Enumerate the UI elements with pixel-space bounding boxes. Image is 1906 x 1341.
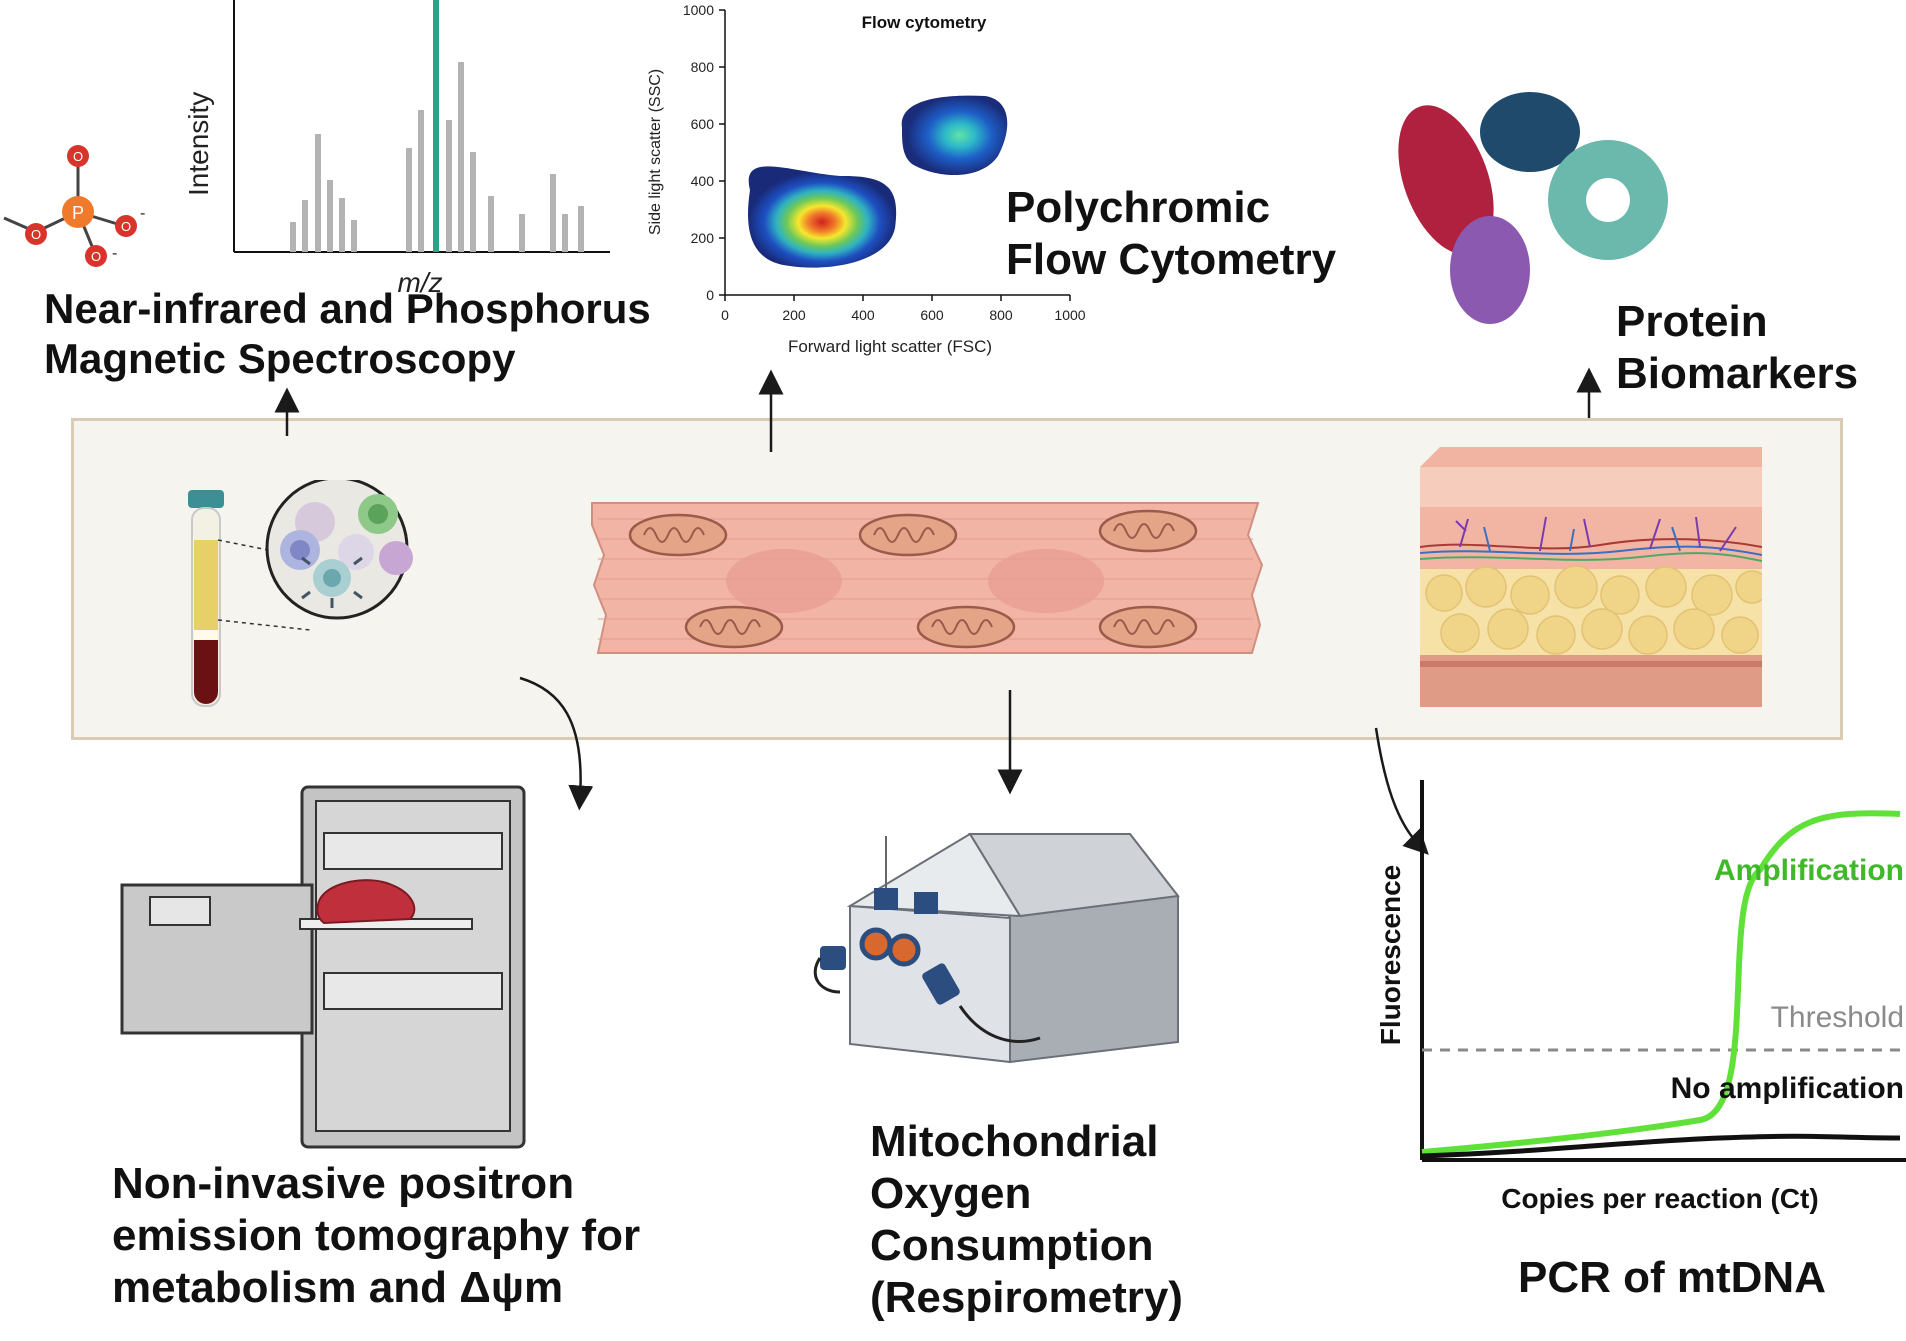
pcr-amplification-plot: Fluorescence Copies per reaction (Ct) Am…	[1375, 780, 1906, 1214]
flow-x-tick: 1000	[1054, 307, 1085, 323]
negative-charge-label: -	[112, 245, 117, 262]
flow-cytometry-label: Polychromic Flow Cytometry	[1006, 182, 1336, 286]
flow-label-line: Polychromic	[1006, 183, 1271, 232]
blood-tube-illustration	[188, 480, 413, 707]
protein-label-line: Protein	[1616, 297, 1768, 346]
flow-x-tick: 800	[989, 307, 1013, 323]
flow-label-line: Flow Cytometry	[1006, 234, 1337, 284]
pet-scanner-illustration	[120, 785, 526, 1149]
oxygen-atom-label: O	[91, 249, 101, 264]
no-amplification-curve	[1421, 1133, 1901, 1159]
oxygen-atom-label: O	[121, 219, 131, 234]
nir-label-line: Magnetic Spectroscopy	[44, 334, 516, 382]
flow-plot-title: Flow cytometry	[862, 13, 987, 32]
protein-biomarkers-label: Protein Biomarkers	[1616, 296, 1858, 400]
phosphate-molecule-illustration: P O O O O - -	[3, 145, 145, 267]
resp-label-line: Oxygen	[870, 1168, 1032, 1218]
pet-label-line: metabolism and Δψm	[112, 1262, 564, 1312]
resp-label-line: (Respirometry)	[870, 1272, 1183, 1322]
flow-y-tick: 600	[691, 116, 715, 132]
skin-cross-section-illustration	[1420, 447, 1762, 707]
pcr-title: PCR of mtDNA	[1518, 1253, 1826, 1302]
resp-label-line: Mitochondrial	[870, 1117, 1159, 1166]
pet-label-line: emission tomography for	[112, 1210, 641, 1260]
flow-y-tick: 400	[691, 173, 715, 189]
negative-charge-label: -	[140, 205, 145, 222]
pcr-ylabel: Fluorescence	[1375, 865, 1406, 1046]
mass-spec-ylabel: Intensity	[183, 92, 214, 196]
oxygen-atom-label: O	[73, 149, 83, 164]
flow-x-tick: 200	[782, 307, 806, 323]
threshold-label: Threshold	[1771, 1001, 1904, 1034]
flow-x-tick: 600	[920, 307, 944, 323]
respirometry-label: Mitochondrial Oxygen Consumption (Respir…	[870, 1116, 1183, 1324]
pcr-xlabel: Copies per reaction (Ct)	[1501, 1183, 1818, 1214]
protein-structures-illustration	[1398, 92, 1668, 324]
phosphorus-atom-label: P	[72, 203, 84, 223]
nir-label-line: Near-infrared and Phosphorus	[44, 285, 651, 332]
flow-x-tick: 400	[851, 307, 875, 323]
flow-plot-xlabel: Forward light scatter (FSC)	[788, 337, 992, 356]
oxygen-atom-label: O	[31, 227, 41, 242]
flow-y-tick: 800	[691, 59, 715, 75]
mass-spectrum-plot: Intensity m/z	[183, 0, 610, 298]
amplification-curve	[1421, 810, 1901, 1155]
mass-spec-xlabel: m/z	[397, 267, 442, 298]
respirometer-illustration	[813, 832, 1180, 1064]
flow-y-tick: 0	[706, 287, 714, 303]
flow-plot-ylabel: Side light scatter (SSC)	[647, 69, 664, 235]
resp-label-line: Consumption	[870, 1220, 1154, 1270]
highlighted-peak	[433, 0, 439, 252]
flow-x-tick: 0	[721, 307, 729, 323]
no-amplification-label: No amplification	[1671, 1072, 1904, 1105]
protein-label-line: Biomarkers	[1616, 348, 1859, 398]
nir-spectroscopy-label: Near-infrared and Phosphorus Magnetic Sp…	[44, 284, 651, 383]
muscle-fiber-illustration	[591, 502, 1263, 654]
flow-cytometry-plot: Flow cytometry Side light scatter (SSC) …	[647, 2, 1086, 356]
flow-y-tick: 200	[691, 230, 715, 246]
pet-label: Non-invasive positron emission tomograph…	[112, 1158, 640, 1314]
flow-y-tick: 1000	[683, 2, 714, 18]
pet-label-line: Non-invasive positron	[112, 1159, 575, 1208]
amplification-label: Amplification	[1714, 854, 1904, 887]
